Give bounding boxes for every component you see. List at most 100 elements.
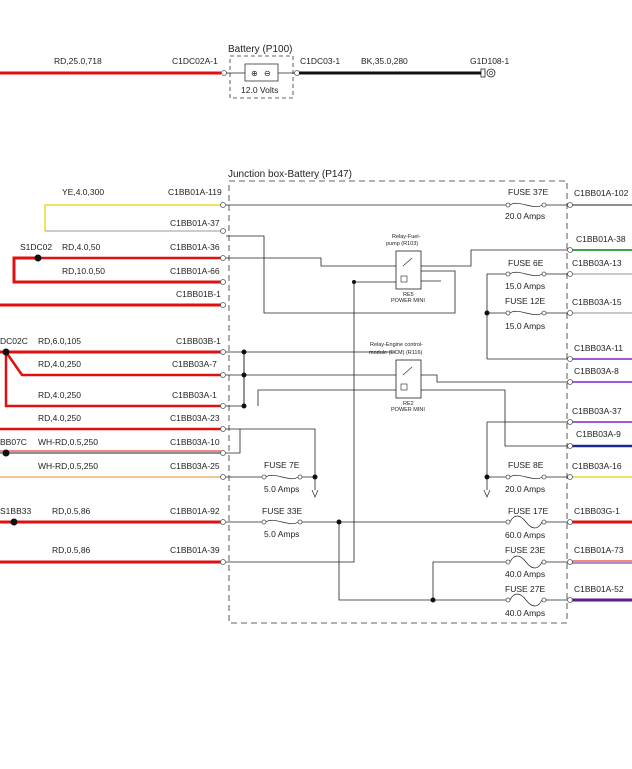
fuse-name: FUSE 37E [508, 187, 548, 197]
connector-pin [567, 519, 573, 525]
relay-type: POWER MINI [391, 407, 425, 413]
splice-label: S1DC02 [20, 242, 52, 252]
wire-label: RD,4.0,50 [62, 242, 101, 252]
wire-label: RD,6.0,105 [38, 336, 81, 346]
connector-pin [220, 372, 226, 378]
junction-box-title: Junction box-Battery (P147) [228, 169, 352, 180]
fuse-rating: 40.0 Amps [505, 608, 545, 618]
wire-label: RD,25.0,718 [54, 56, 102, 66]
fuse-rating: 5.0 Amps [264, 484, 299, 494]
pin-label: C1BB03A-16 [572, 461, 622, 471]
wire-red [4, 351, 221, 377]
wire-label: BK,35.0,280 [361, 56, 408, 66]
splice-dot [34, 254, 42, 262]
relay-ecm: Relay-Engine control- module (ECM) (R116… [369, 342, 425, 413]
wire-label: WH-RD,0.5,250 [38, 461, 98, 471]
splice-dot [10, 518, 18, 526]
fuse-rating: 5.0 Amps [264, 529, 299, 539]
pin-label: C1BB01A-37 [170, 218, 220, 228]
fuse-rating: 20.0 Amps [505, 211, 545, 221]
fuse-7e: FUSE 7E 5.0 Amps [261, 460, 303, 494]
pin-label: C1BB03A-7 [172, 359, 217, 369]
connector-pin [220, 403, 226, 409]
pin-label: C1BB03A-23 [170, 413, 220, 423]
left-pins [220, 202, 226, 565]
connector-pin [220, 349, 226, 355]
relay-body [395, 359, 422, 399]
wire-label: RD,4.0,250 [38, 359, 81, 369]
pin-label: C1BB03A-25 [170, 461, 220, 471]
fuse-33e: FUSE 33E 5.0 Amps [261, 506, 302, 539]
connector-pin [220, 202, 226, 208]
junction-dot [484, 310, 490, 316]
fuse-stubs [546, 204, 567, 601]
splice-dot [2, 348, 10, 356]
relay-fuel-pump: Relay-Fuel- pump (R103) RE5 POWER MINI [386, 234, 425, 304]
pin-label: C1BB01B-1 [176, 289, 221, 299]
pin-label: C1BB03A-8 [574, 366, 619, 376]
pin-label: C1BB01A-92 [170, 506, 220, 516]
relay-body [395, 250, 422, 290]
battery-title: Battery (P100) [228, 44, 292, 55]
fuse-name: FUSE 12E [505, 296, 545, 306]
pin-label: C1BB03A-10 [170, 437, 220, 447]
fuse-name: FUSE 27E [505, 584, 545, 594]
connector-pin [567, 247, 573, 253]
connector-pin [567, 379, 573, 385]
junction-dot [430, 597, 436, 603]
pin-label: C1BB03B-1 [176, 336, 221, 346]
wire-label: RD,0.5,86 [52, 506, 91, 516]
fuse-rating: 20.0 Amps [505, 484, 545, 494]
pin-label: C1BB03A-11 [574, 343, 623, 353]
pin-label: C1BB01A-73 [574, 545, 624, 555]
fuses: FUSE 37E 20.0 Amps FUSE 6E 15.0 Amps FUS… [261, 187, 548, 618]
connector-label: C1DC03-1 [300, 56, 340, 66]
relay-code: RE2 [403, 401, 414, 407]
fuse-rating: 60.0 Amps [505, 530, 545, 540]
wire-label: RD,4.0,250 [38, 413, 81, 423]
pin-label: C1BB03A-9 [576, 429, 621, 439]
terminal-arrows [311, 489, 491, 498]
pin-label: C1BB03A-15 [572, 297, 622, 307]
splice-label: S1BB33 [0, 506, 31, 516]
connector-pin [567, 310, 573, 316]
pin-label: C1BB03G-1 [574, 506, 620, 516]
junction-box-outline [228, 180, 568, 624]
connector-pin [294, 70, 300, 76]
relay-coil-icon [400, 383, 408, 391]
fuse-name: FUSE 33E [262, 506, 302, 516]
pin-label: C1BB01A-36 [170, 242, 220, 252]
connector-pin [567, 474, 573, 480]
internal-wiring [226, 204, 567, 601]
connector-pin [220, 450, 226, 456]
connector-pin [567, 597, 573, 603]
relay-label-line1: Relay-Fuel- [392, 234, 421, 240]
connector-pin [220, 474, 226, 480]
right-wires [572, 204, 632, 602]
junction-dot [352, 280, 356, 284]
connector-pin [567, 443, 573, 449]
ground-icon-inner [489, 71, 493, 75]
fuse-23e: FUSE 23E 40.0 Amps [505, 545, 547, 579]
left-pin-labels: C1BB01A-119 C1BB01A-37 C1BB01A-36 C1BB01… [168, 187, 222, 555]
relay-switch-icon [402, 257, 413, 267]
connector-pin [220, 519, 226, 525]
wire-label: WH-RD,0.5,250 [38, 437, 98, 447]
relay-switch-icon [402, 366, 413, 376]
connector-pin [221, 70, 227, 76]
wire-label: RD,10.0,50 [62, 266, 105, 276]
battery-voltage: 12.0 Volts [241, 85, 278, 95]
fuse-8e: FUSE 8E 20.0 Amps [505, 460, 547, 494]
battery-box [229, 55, 294, 99]
battery-icon [244, 63, 279, 82]
battery-minus-icon: ⊖ [264, 69, 271, 78]
fuse-name: FUSE 17E [508, 506, 548, 516]
fuse-rating: 40.0 Amps [505, 569, 545, 579]
wire-label: RD,0.5,86 [52, 545, 91, 555]
fuse-12e: FUSE 12E 15.0 Amps [505, 296, 547, 331]
battery-section: RD,25.0,718 C1DC02A-1 Battery (P100) ⊕ ⊖… [0, 44, 509, 99]
wire-label: RD,4.0,250 [38, 390, 81, 400]
fuse-name: FUSE 6E [508, 258, 544, 268]
pin-label: C1BB01A-66 [170, 266, 220, 276]
